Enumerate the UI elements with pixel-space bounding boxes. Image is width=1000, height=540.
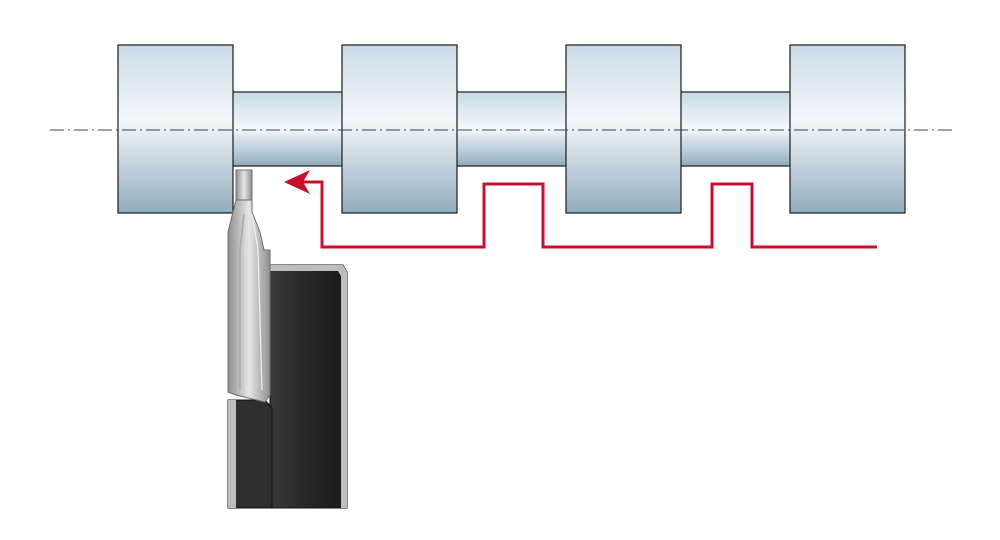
shaft-neck-1 (231, 91, 345, 167)
shaft-collar-4 (789, 44, 906, 214)
toolpath-arrowhead-icon (284, 170, 310, 194)
shaft-neck-3 (679, 91, 793, 167)
shaft-neck-2 (455, 91, 569, 167)
shaft-collar-2 (341, 44, 458, 214)
cutting-insert-tip (235, 169, 253, 201)
cutting-insert (227, 199, 271, 403)
tool-holder-lower-edge (228, 400, 236, 508)
shaft-collar-3 (565, 44, 682, 214)
stepped-shaft (117, 44, 906, 214)
insert-shading-2 (251, 213, 263, 391)
cutter-feed-path (284, 170, 877, 249)
tool-holder-body (269, 264, 348, 509)
insert-shading (239, 213, 245, 390)
toolpath-line (298, 180, 877, 249)
shaft-collar-1 (117, 44, 234, 214)
grooving-cutter (227, 169, 348, 509)
